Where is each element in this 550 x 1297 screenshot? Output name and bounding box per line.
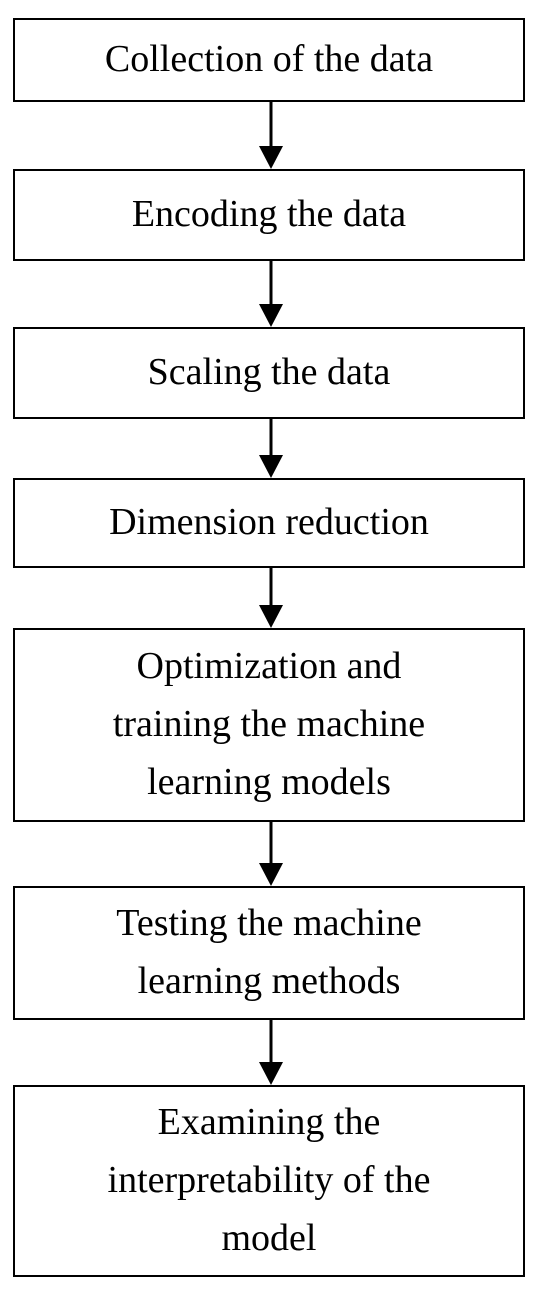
step-scaling-label: Scaling the data <box>147 351 391 394</box>
step-dimension-reduction-box: Dimension reduction <box>13 478 525 568</box>
step-encoding-label: Encoding the data <box>131 193 407 236</box>
arrow-down-icon <box>259 568 283 628</box>
step-testing-box: Testing the machine learning methods <box>13 886 525 1020</box>
step-scaling-box: Scaling the data <box>13 327 525 419</box>
step-testing-label: Testing the machine learning methods <box>116 902 422 1002</box>
arrow-down-icon <box>259 1020 283 1085</box>
arrow-down-icon <box>259 261 283 327</box>
step-interpretability-box: Examining the interpretability of the mo… <box>13 1085 525 1277</box>
step-optimization-training-label: Optimization and training the machine le… <box>112 645 426 803</box>
step-interpretability-label: Examining the interpretability of the mo… <box>107 1101 431 1259</box>
arrow-4 <box>254 568 288 628</box>
arrow-1 <box>254 102 288 169</box>
arrow-down-icon <box>259 419 283 478</box>
arrow-3 <box>254 419 288 478</box>
step-dimension-reduction-label: Dimension reduction <box>109 501 429 544</box>
arrow-2 <box>254 261 288 327</box>
step-encoding-box: Encoding the data <box>13 169 525 261</box>
arrow-down-icon <box>259 822 283 886</box>
step-collection-box: Collection of the data <box>13 18 525 102</box>
arrow-6 <box>254 1020 288 1085</box>
arrow-down-icon <box>259 102 283 169</box>
arrow-5 <box>254 822 288 886</box>
step-collection-label: Collection of the data <box>104 38 434 81</box>
step-optimization-training-box: Optimization and training the machine le… <box>13 628 525 822</box>
